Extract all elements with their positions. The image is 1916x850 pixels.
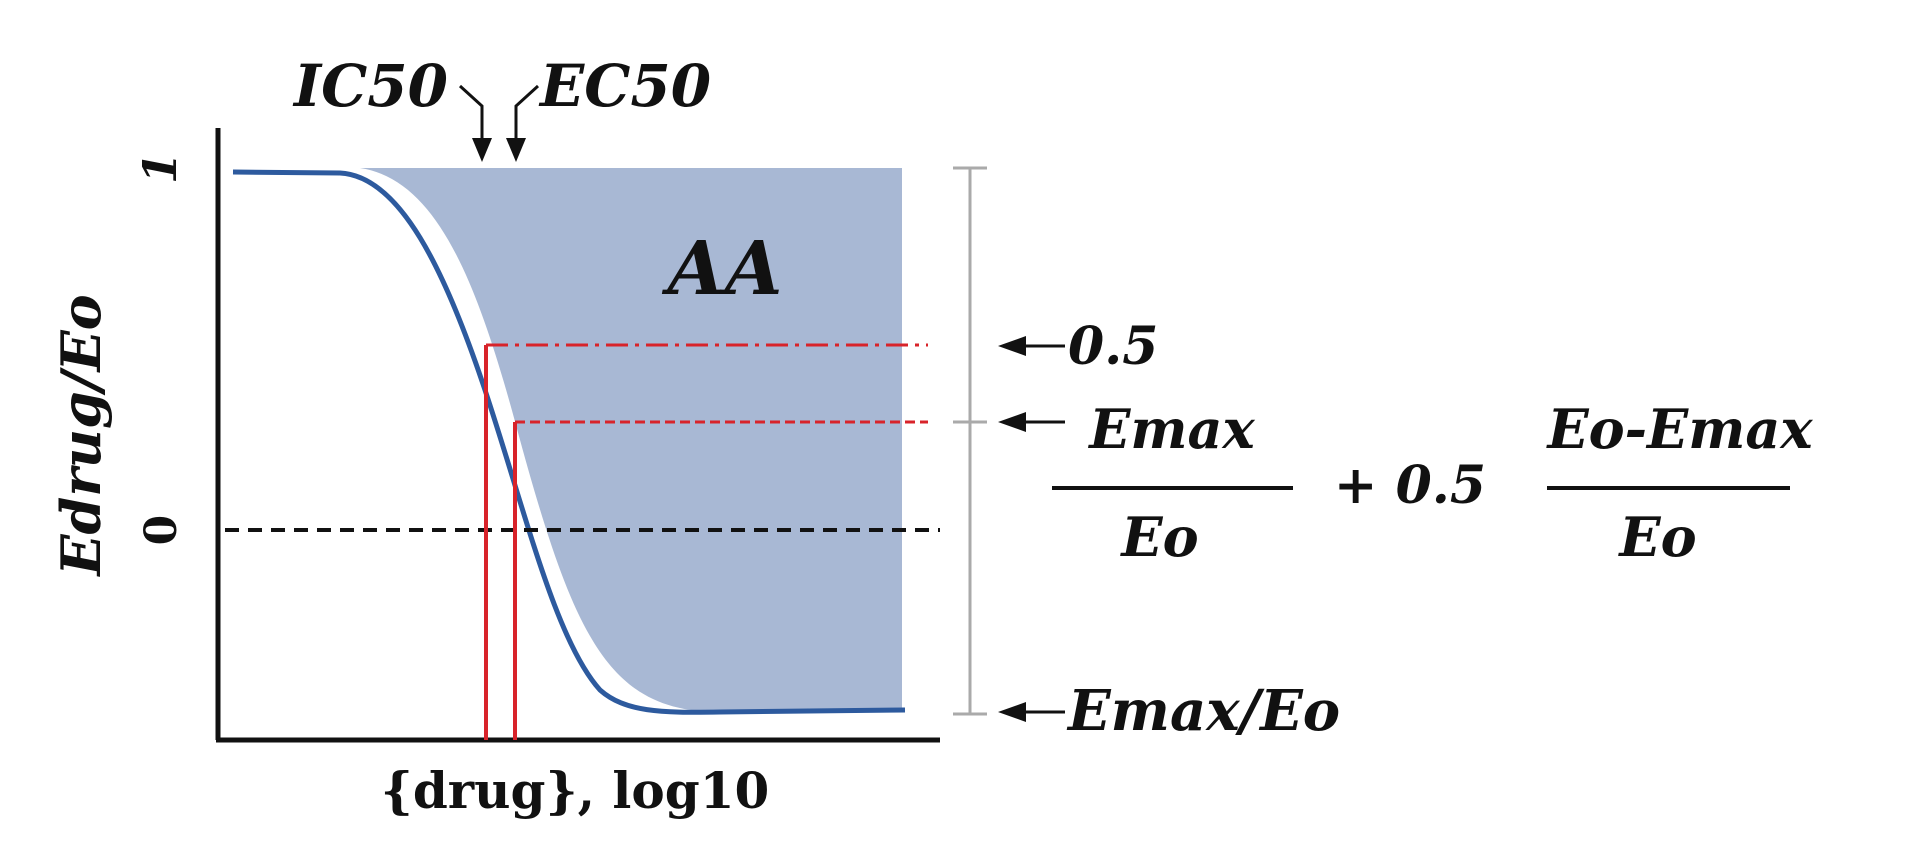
tick-label-zero: 0 bbox=[136, 515, 187, 546]
x-axis-label: {drug}, log10 bbox=[381, 761, 770, 820]
tick-label-one: 1 bbox=[133, 152, 187, 184]
emax-ratio-arrow bbox=[998, 412, 1065, 432]
half-arrow bbox=[998, 336, 1065, 356]
range-bracket bbox=[953, 166, 987, 716]
y-axis-label: Edrug/Eo bbox=[49, 294, 113, 577]
ic50-arrow bbox=[458, 84, 492, 162]
area-label: AA bbox=[662, 226, 783, 312]
activity-area-fill bbox=[360, 168, 902, 712]
dose-response-curve bbox=[232, 169, 906, 715]
fraction1-denominator: Eo bbox=[1119, 505, 1198, 569]
ec50-label: EC50 bbox=[538, 52, 711, 120]
fraction2-numerator: Eo-Emax bbox=[1545, 397, 1813, 461]
plus-half-label: + 0.5 bbox=[1334, 455, 1486, 516]
ic50-label: IC50 bbox=[292, 52, 448, 120]
bottom-ratio-label: Emax/Eo bbox=[1066, 678, 1340, 744]
fraction1-numerator: Emax bbox=[1087, 397, 1255, 461]
ec50-arrow bbox=[506, 84, 540, 162]
half-label: 0.5 bbox=[1068, 316, 1158, 377]
bottom-arrow bbox=[998, 702, 1065, 722]
fraction2-denominator: Eo bbox=[1617, 505, 1696, 569]
